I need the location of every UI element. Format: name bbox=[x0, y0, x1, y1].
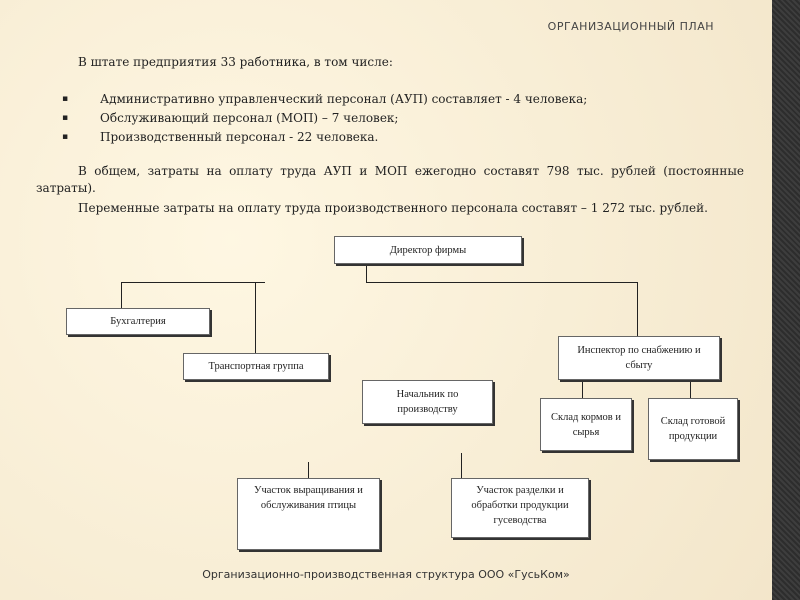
connector-to-transport bbox=[255, 282, 256, 354]
connector-inspector-down-left bbox=[582, 380, 583, 398]
connector-director-to-main bbox=[366, 264, 367, 282]
bullet-icon: ▪ bbox=[62, 113, 69, 123]
intro-text: В штате предприятия 33 работника, в том … bbox=[78, 55, 393, 69]
paragraph-variable-costs: Переменные затраты на оплату труда произ… bbox=[78, 201, 708, 215]
bullet-icon: ▪ bbox=[62, 94, 69, 104]
connector-main-horizontal bbox=[366, 282, 638, 283]
box-director: Директор фирмы bbox=[334, 236, 522, 264]
slide-title: ОРГАНИЗАЦИОННЫЙ ПЛАН bbox=[547, 20, 714, 33]
connector-inspector-down-right bbox=[690, 380, 691, 398]
connector-to-processing-site bbox=[461, 453, 462, 478]
connector-to-inspector bbox=[637, 282, 638, 336]
box-growing-site: Участок выращивания и обслуживания птицы bbox=[237, 478, 380, 550]
chart-caption: Организационно-производственная структур… bbox=[202, 568, 570, 581]
org-chart: Директор фирмы Бухгалтерия Транспортная … bbox=[66, 236, 738, 550]
box-feed-warehouse: Склад кормов и сырья bbox=[540, 398, 632, 451]
list-item: ▪Административно управленческий персонал… bbox=[62, 90, 587, 109]
box-processing-site: Участок разделки и обработки продукции г… bbox=[451, 478, 589, 538]
list-item: ▪Производственный персонал - 22 человека… bbox=[62, 128, 587, 147]
box-production-head: Начальник по производству bbox=[362, 380, 493, 424]
connector-accounting-horizontal bbox=[121, 282, 265, 283]
paragraph-fixed-costs: В общем, затраты на оплату труда АУП и М… bbox=[36, 164, 744, 195]
slide: ОРГАНИЗАЦИОННЫЙ ПЛАН В штате предприятия… bbox=[0, 0, 772, 600]
connector-to-growing-site bbox=[308, 462, 309, 478]
list-item: ▪Обслуживающий персонал (МОП) – 7 челове… bbox=[62, 109, 587, 128]
connector-to-accounting bbox=[121, 282, 122, 308]
box-accounting: Бухгалтерия bbox=[66, 308, 210, 335]
bullet-icon: ▪ bbox=[62, 132, 69, 142]
box-transport: Транспортная группа bbox=[183, 353, 329, 380]
staff-list: ▪Административно управленческий персонал… bbox=[62, 90, 587, 147]
box-product-warehouse: Склад готовой продукции bbox=[648, 398, 738, 460]
background-strip bbox=[772, 0, 800, 600]
box-supply-inspector: Инспектор по снабжению и сбыту bbox=[558, 336, 720, 380]
